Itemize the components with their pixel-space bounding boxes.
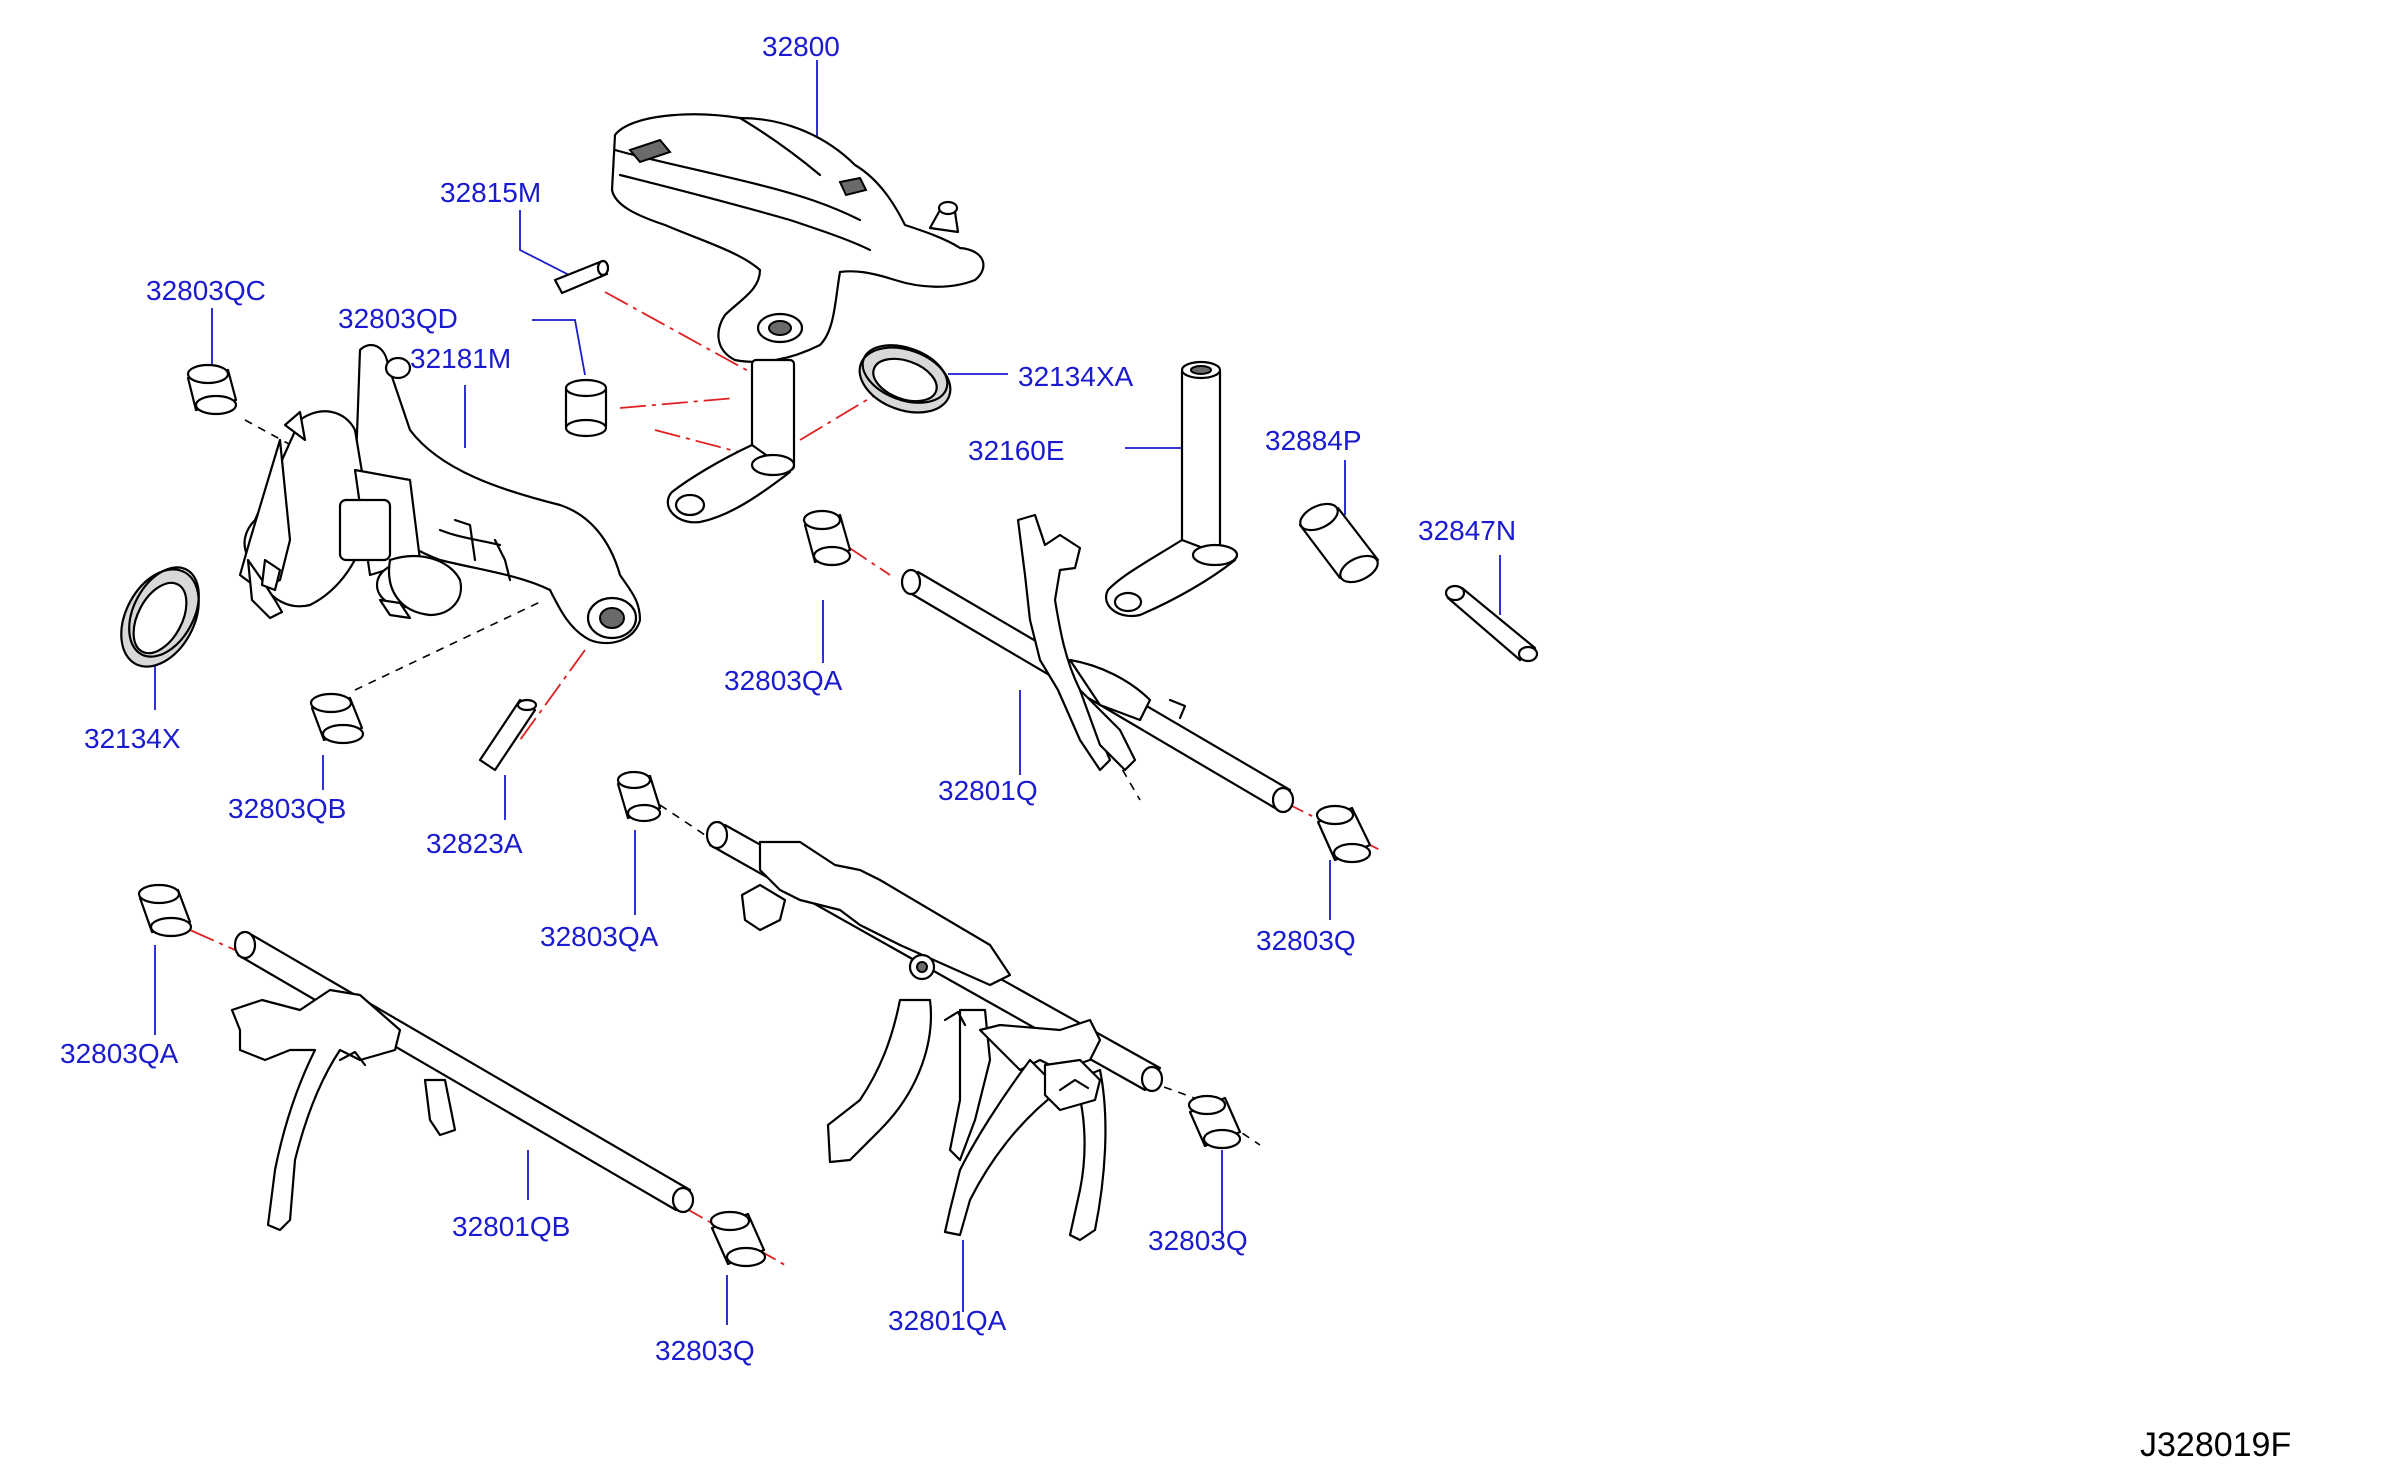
pin-32815M	[553, 259, 610, 295]
label-32803QA-top: 32803QA	[724, 665, 843, 696]
label-32884P: 32884P	[1265, 425, 1362, 456]
label-32823A: 32823A	[426, 828, 523, 859]
selector-lever-32181M	[238, 343, 642, 645]
diagram-code: J328019F	[2140, 1426, 2291, 1464]
label-32803QB: 32803QB	[228, 793, 346, 824]
bushing-32803QA-left	[137, 883, 193, 938]
bushing-32803Q-right	[1315, 804, 1372, 864]
label-32800: 32800	[762, 31, 840, 62]
leader-lines	[154, 60, 1501, 1325]
label-32134X: 32134X	[84, 723, 181, 754]
fork-rod-32801QA	[705, 820, 1164, 1242]
label-32801Q: 32801Q	[938, 775, 1038, 806]
label-32160E: 32160E	[968, 435, 1065, 466]
shift-lever-32800	[610, 113, 985, 524]
bushing-32803QA-mid	[616, 770, 662, 823]
bushing-32803Q-mid	[1187, 1094, 1242, 1150]
bushing-32803Q-bottom	[709, 1210, 767, 1268]
fork-rod-32801Q	[900, 513, 1295, 814]
fork-rod-32801QB	[230, 930, 695, 1232]
label-32803Q-bottom: 32803Q	[655, 1335, 755, 1366]
bushing-32803QC	[186, 363, 238, 416]
label-32803Q-mid: 32803Q	[1148, 1225, 1248, 1256]
seal-32134XA	[858, 344, 952, 414]
label-32801QA: 32801QA	[888, 1305, 1007, 1336]
label-32803QC: 32803QC	[146, 275, 266, 306]
bushing-32803QA-top	[802, 509, 852, 567]
shaft-32160E	[1105, 360, 1239, 618]
bushing-32803QB	[309, 692, 365, 745]
label-32803Q-right: 32803Q	[1256, 925, 1356, 956]
label-32815M: 32815M	[440, 177, 541, 208]
label-32803QA-mid: 32803QA	[540, 921, 659, 952]
label-32847N: 32847N	[1418, 515, 1516, 546]
label-32134XA: 32134XA	[1018, 361, 1134, 392]
label-32803QA-left: 32803QA	[60, 1038, 179, 1069]
label-32803QD: 32803QD	[338, 303, 458, 334]
sleeve-32884P	[1298, 502, 1380, 584]
label-32801QB: 32801QB	[452, 1211, 570, 1242]
seal-32134X	[120, 566, 200, 668]
pin-32847N	[1444, 584, 1539, 663]
bushing-32803QD	[564, 378, 608, 438]
part-labels: 32800 32815M 32803QC 32803QD 32181M 3213…	[60, 31, 2291, 1464]
pin-32823A	[478, 698, 538, 772]
label-32181M: 32181M	[410, 343, 511, 374]
